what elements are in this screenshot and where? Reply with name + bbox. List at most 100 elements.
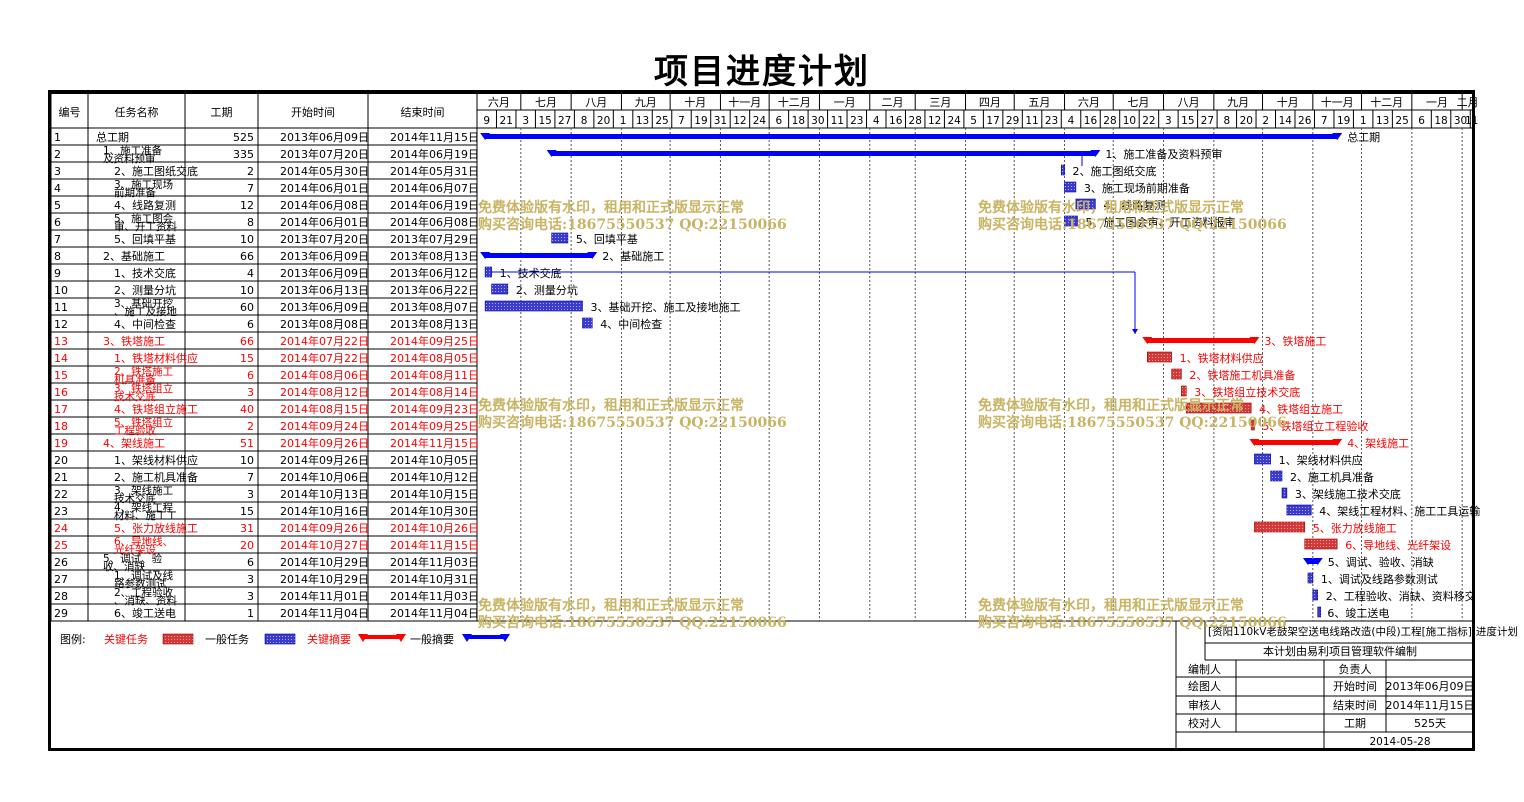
row-id: 3 xyxy=(54,165,61,178)
row-id: 26 xyxy=(54,556,68,569)
summary-bar xyxy=(485,253,593,258)
row-start: 2014年11月01日 xyxy=(280,589,369,603)
row-name: 4、中间检查 xyxy=(114,317,176,331)
bar-label: 5、铁塔组立工程验收 xyxy=(1262,419,1368,433)
legend-critical-summary-cap xyxy=(358,634,368,642)
row-duration: 10 xyxy=(240,284,254,297)
row-duration: 7 xyxy=(247,182,254,195)
day-label: 19 xyxy=(694,115,707,127)
day-label: 5 xyxy=(970,115,977,127)
row-id: 15 xyxy=(54,369,68,382)
info-label: 校对人 xyxy=(1188,716,1221,730)
month-label: 七月 xyxy=(1127,96,1149,109)
bar-label: 2、施工机具准备 xyxy=(1290,470,1374,484)
row-duration: 3 xyxy=(247,488,254,501)
row-duration: 12 xyxy=(240,199,254,212)
row-duration: 15 xyxy=(240,505,254,518)
row-id: 22 xyxy=(54,488,68,501)
row-start: 2014年10月29日 xyxy=(280,555,369,569)
month-label: 四月 xyxy=(979,96,1001,109)
row-name: 、施工及接地 xyxy=(114,305,177,318)
row-start: 2014年10月29日 xyxy=(280,572,369,586)
day-label: 17 xyxy=(986,115,999,127)
row-name: 4、架线工程 xyxy=(114,501,174,514)
bar-label: 1、技术交底 xyxy=(500,266,562,280)
row-start: 2013年07月20日 xyxy=(280,147,369,161)
day-label: 26 xyxy=(1298,115,1312,127)
bar-label: 4、中间检查 xyxy=(600,317,662,331)
row-name: 4、铁塔组立施工 xyxy=(114,402,198,416)
info-label: 编制人 xyxy=(1188,662,1221,676)
row-name: 2、基础施工 xyxy=(103,250,165,263)
task-bar xyxy=(1146,351,1172,363)
row-name: 5、调试、验 xyxy=(103,552,163,565)
day-label: 4 xyxy=(873,115,880,127)
row-duration: 10 xyxy=(240,233,254,246)
bar-label: 5、张力放线施工 xyxy=(1313,521,1397,535)
row-end: 2014年10月26日 xyxy=(390,521,479,535)
row-start: 2014年08月06日 xyxy=(280,368,369,382)
row-name: 6、导地线、 xyxy=(114,535,173,548)
row-start: 2013年08月08日 xyxy=(280,317,369,331)
info-label: 工期 xyxy=(1344,717,1366,730)
bar-label: 4、架线施工 xyxy=(1347,436,1409,450)
day-label: 23 xyxy=(850,115,863,127)
row-start: 2014年09月26日 xyxy=(280,436,369,450)
bar-label: 2、施工图纸交底 xyxy=(1073,164,1157,178)
row-end: 2014年11月03日 xyxy=(390,555,479,569)
legend-critical-task-swatch xyxy=(162,633,194,645)
row-end: 2014年09月25日 xyxy=(390,334,479,348)
row-duration: 525 xyxy=(233,131,254,144)
watermark-line2: 购买咨询电话:18675550537 QQ:22150066 xyxy=(478,216,787,233)
row-name: 光纤架设 xyxy=(114,543,156,556)
month-label: 九月 xyxy=(1227,96,1249,109)
info-label: 开始时间 xyxy=(1333,679,1377,693)
bar-label: 6、竣工送电 xyxy=(1327,606,1389,620)
row-name: 4、线路复测 xyxy=(114,198,176,212)
row-duration: 6 xyxy=(247,318,254,331)
task-bar xyxy=(551,232,569,244)
day-label: 31 xyxy=(714,115,727,127)
summary-bar xyxy=(1307,559,1318,564)
task-bar xyxy=(1304,538,1338,550)
row-id: 13 xyxy=(54,335,68,348)
row-duration: 66 xyxy=(240,335,254,348)
row-duration: 66 xyxy=(240,250,254,263)
row-name: 2、铁塔施工 xyxy=(114,365,173,378)
task-bar xyxy=(1307,572,1314,584)
task-bar xyxy=(1075,198,1096,210)
day-label: 15 xyxy=(1181,115,1194,127)
watermark-line1: 免费体验版有水印，租用和正式版显示正常 xyxy=(978,597,1244,614)
bar-label: 1、架线材料供应 xyxy=(1279,453,1363,467)
day-label: 25 xyxy=(655,115,668,127)
row-id: 2 xyxy=(54,148,61,161)
row-name: 机具准备 xyxy=(114,373,156,386)
info-label: 结束时间 xyxy=(1333,699,1377,712)
task-bar xyxy=(582,317,593,329)
watermark-line2: 购买咨询电话:18675550537 QQ:22150066 xyxy=(978,216,1287,233)
day-label: 14 xyxy=(1279,115,1293,127)
row-name: 2、施工图纸交底 xyxy=(114,164,198,178)
row-id: 4 xyxy=(54,182,61,195)
month-label: 二月 xyxy=(881,96,903,109)
row-name: 3、铁塔施工 xyxy=(103,335,165,348)
month-label: 八月 xyxy=(1178,96,1200,109)
row-name: 2、施工机具准备 xyxy=(114,470,198,484)
summary-cap-start xyxy=(480,252,491,259)
row-id: 16 xyxy=(54,386,68,399)
info-value: 2014年11月15日 xyxy=(1386,698,1475,712)
summary-bar xyxy=(485,134,1338,139)
task-bar xyxy=(1317,606,1322,618)
bar-label: 2、测量分坑 xyxy=(516,283,578,297)
row-start: 2014年06月08日 xyxy=(280,198,369,212)
dependency-arrow xyxy=(1132,329,1138,334)
row-start: 2014年08月15日 xyxy=(280,402,369,416)
day-label: 30 xyxy=(811,115,824,127)
row-name: 5、铁塔组立 xyxy=(114,416,173,429)
row-name: 3、架线施工 xyxy=(114,484,173,497)
day-label: 4 xyxy=(1068,115,1075,127)
row-start: 2014年10月16日 xyxy=(280,504,369,518)
row-end: 2014年09月23日 xyxy=(390,402,479,416)
row-duration: 1 xyxy=(247,607,254,620)
